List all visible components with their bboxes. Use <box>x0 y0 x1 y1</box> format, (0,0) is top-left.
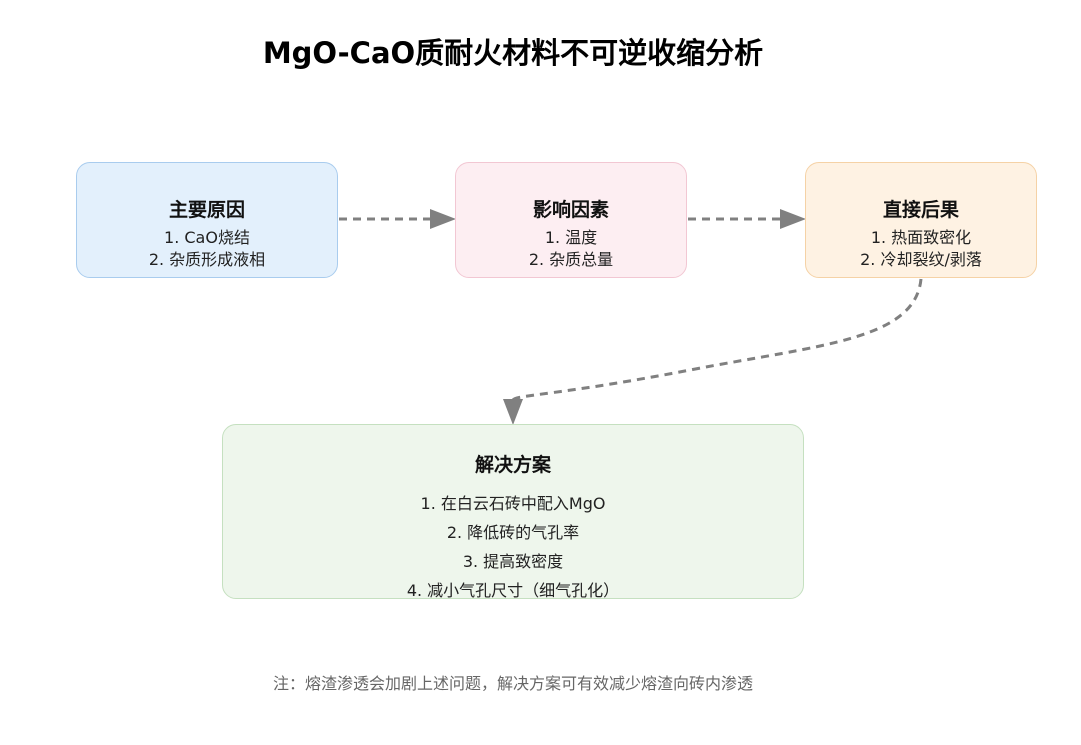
node-main-causes-heading: 主要原因 <box>168 199 245 221</box>
node-direct-consequences-item: 2. 冷却裂纹/剥落 <box>860 250 982 269</box>
footnote: 注：熔渣渗透会加剧上述问题，解决方案可有效减少熔渣向砖内渗透 <box>272 674 753 693</box>
node-influencing-factors-item: 1. 温度 <box>544 228 598 247</box>
node-direct-consequences: 直接后果 1. 热面致密化 2. 冷却裂纹/剥落 <box>805 162 1037 278</box>
node-influencing-factors: 影响因素 1. 温度 2. 杂质总量 <box>455 162 687 278</box>
node-solutions-item: 1. 在白云石砖中配入MgO <box>420 494 606 513</box>
arrow-factors-to-consequences <box>688 209 806 229</box>
node-solutions-heading: 解决方案 <box>474 454 551 476</box>
node-direct-consequences-heading: 直接后果 <box>882 199 959 221</box>
node-influencing-factors-item: 2. 杂质总量 <box>528 250 614 269</box>
node-solutions: 解决方案 1. 在白云石砖中配入MgO 2. 降低砖的气孔率 3. 提高致密度 … <box>222 424 804 600</box>
node-solutions-item: 4. 减小气孔尺寸（细气孔化） <box>406 581 620 600</box>
node-direct-consequences-item: 1. 热面致密化 <box>870 228 972 247</box>
arrow-consequences-to-solutions <box>503 278 923 425</box>
node-main-causes-item: 1. CaO烧结 <box>164 228 250 247</box>
node-influencing-factors-heading: 影响因素 <box>532 199 609 221</box>
node-main-causes-item: 2. 杂质形成液相 <box>148 250 266 269</box>
node-solutions-item: 2. 降低砖的气孔率 <box>446 523 580 542</box>
arrow-causes-to-factors <box>339 209 456 229</box>
node-solutions-item: 3. 提高致密度 <box>462 552 564 571</box>
diagram-title: MgO-CaO质耐火材料不可逆收缩分析 <box>262 36 764 70</box>
node-main-causes: 主要原因 1. CaO烧结 2. 杂质形成液相 <box>76 162 338 278</box>
